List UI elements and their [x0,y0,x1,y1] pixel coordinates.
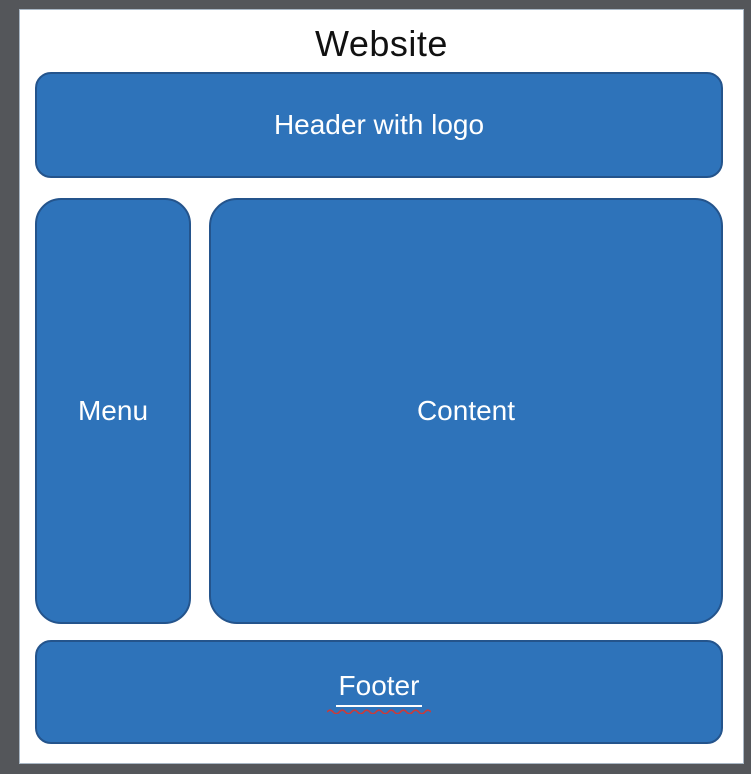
shape-footer-label-group: Footer [327,670,431,714]
shape-content-label: Content [416,395,516,426]
shape-header-label: Header with logo [273,109,485,140]
shape-content[interactable]: Content [209,198,723,624]
spellcheck-squiggle-icon [327,709,431,714]
shape-menu-label: Menu [77,395,149,426]
slide-canvas[interactable]: Website Header with logo Menu Content Fo… [19,9,744,764]
shape-footer[interactable]: Footer [35,640,723,744]
shape-menu[interactable]: Menu [35,198,191,624]
shape-header[interactable]: Header with logo [35,72,723,178]
shape-footer-label: Footer [335,670,423,707]
diagram-title[interactable]: Website [315,23,448,64]
